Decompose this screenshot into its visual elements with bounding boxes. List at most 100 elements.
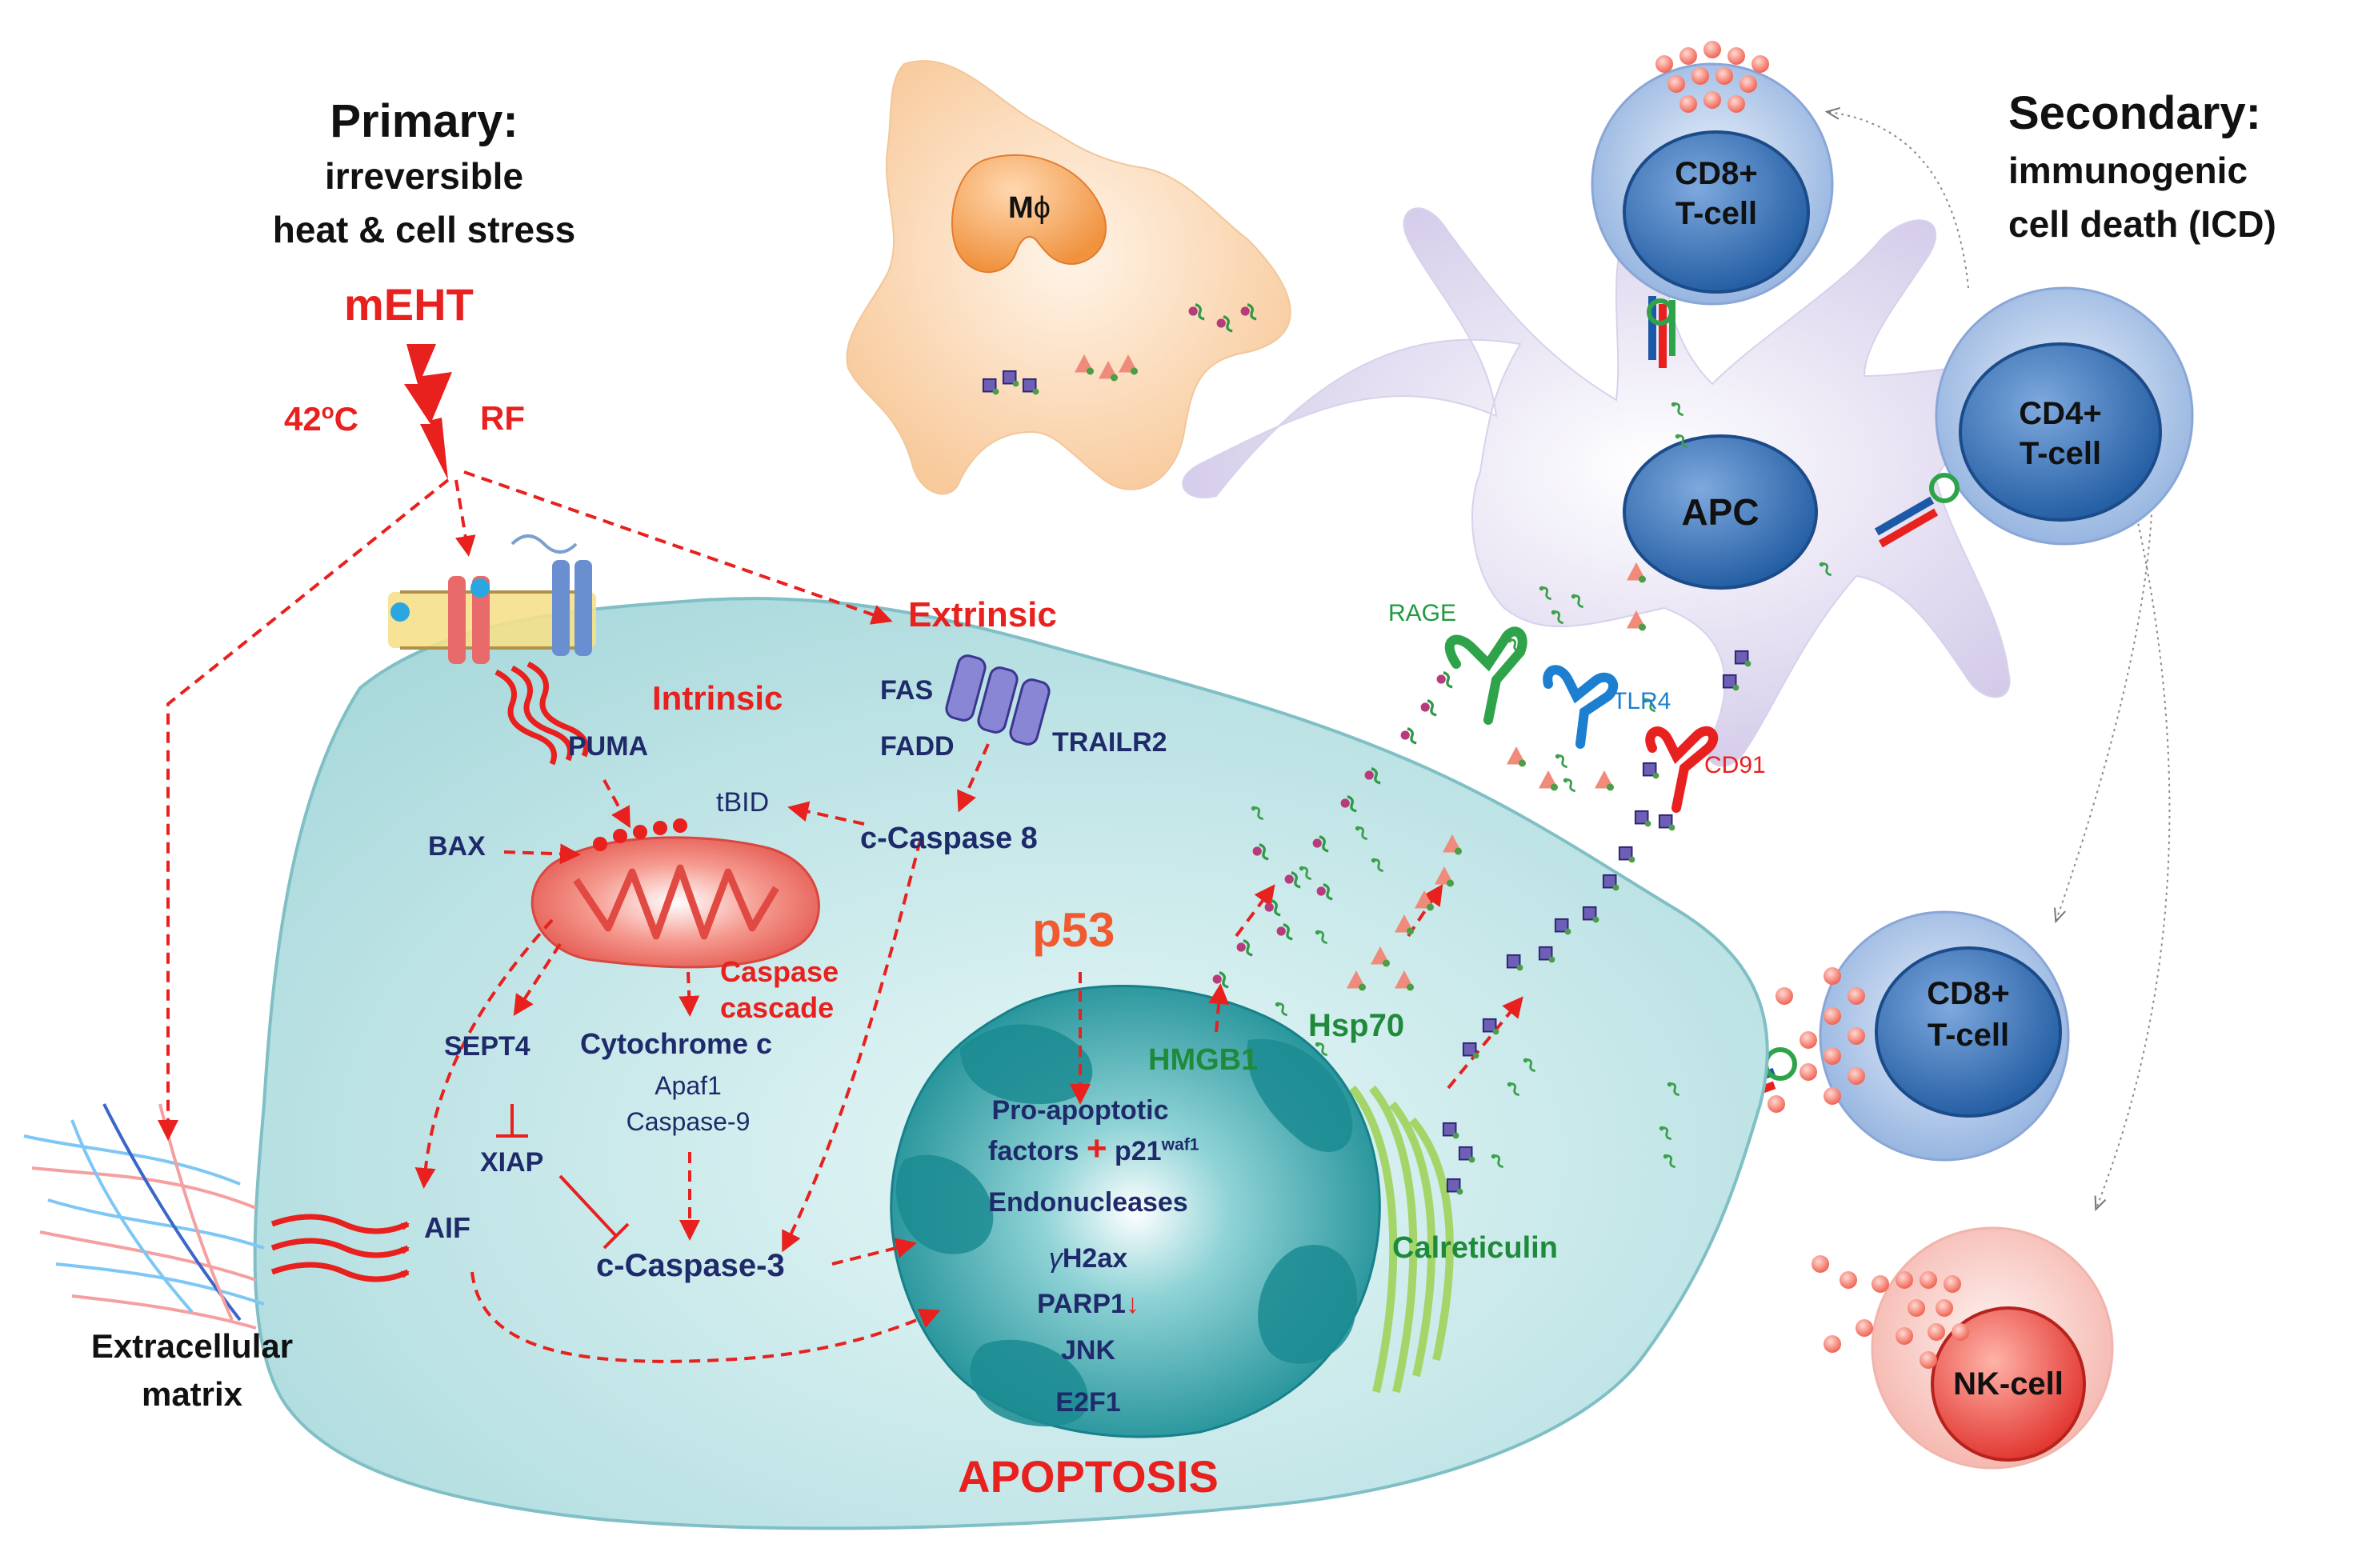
pro-apoptotic-label: Pro-apoptotic — [991, 1095, 1169, 1126]
macrophage-nucleus — [951, 154, 1107, 274]
mitochondrion — [530, 836, 820, 969]
temperature-degree: o — [321, 399, 334, 423]
h2ax-text: H2ax — [1062, 1243, 1128, 1274]
fadd-label: FADD — [880, 731, 955, 762]
temperature-value: 42 — [284, 400, 322, 438]
chromatin-4 — [1258, 1245, 1358, 1364]
gamma-symbol: γ — [1048, 1243, 1063, 1274]
inhibition-lines — [496, 1104, 630, 1250]
granules-cd8-top — [1655, 41, 1769, 113]
apoptosis-label: APOPTOSIS — [958, 1451, 1219, 1502]
arrow-mito-to-aif — [414, 918, 554, 1189]
h2ax-label: γH2ax — [1000, 1243, 1176, 1274]
meht-label: mEHT — [344, 279, 474, 330]
arrow-meht-to-extrinsic — [463, 470, 893, 625]
calreticulin-label: Calreticulin — [1392, 1231, 1558, 1265]
arrow-hmgb1-out — [1235, 884, 1275, 938]
factors-p21-line: factors + p21waf1 — [988, 1129, 1199, 1168]
cytochrome-c-label: Cytochrome c — [580, 1027, 773, 1060]
cd4-label-1: CD4+ — [2019, 396, 2102, 431]
caspase-9-label: Caspase-9 — [626, 1107, 751, 1136]
cd4-label-2: T-cell — [2019, 436, 2102, 471]
p21-superscript: waf1 — [1161, 1135, 1199, 1154]
temperature-unit: C — [334, 400, 358, 438]
tcr-mhc-cd4 — [1874, 473, 1960, 548]
apaf1-label: Apaf1 — [655, 1071, 722, 1100]
macrophage-shape — [846, 60, 1291, 495]
parp1-label: PARP1↓ — [1000, 1289, 1176, 1319]
arrow-fas-to-casp8 — [957, 743, 990, 813]
cd8-bottom-label-2: T-cell — [1927, 1018, 2010, 1053]
arrow-calreticulin-out — [1447, 996, 1523, 1090]
primary-title: Primary: — [330, 95, 518, 147]
rage-label: RAGE — [1388, 600, 1457, 626]
apc-label: APC — [1681, 491, 1759, 533]
chromatin-2 — [1247, 1038, 1353, 1152]
intrinsic-label: Intrinsic — [652, 679, 783, 717]
chromatin-3 — [896, 1154, 994, 1254]
cd8-bottom-inner — [1875, 946, 2062, 1118]
granules-nk — [1812, 1255, 1969, 1369]
bax-label: BAX — [428, 831, 486, 862]
c-caspase-3-label: c-Caspase-3 — [596, 1248, 785, 1283]
macrophage-label: Mϕ — [1008, 191, 1051, 226]
nk-cell-nucleus — [1931, 1306, 2086, 1462]
fas-label: FAS — [880, 675, 934, 706]
macrophage-phi: ϕ — [1033, 191, 1051, 225]
cd91-label: CD91 — [1704, 752, 1766, 778]
chromatin-5 — [970, 1339, 1088, 1427]
rage-receptor-icon — [1444, 626, 1527, 725]
apc-nucleus — [1623, 434, 1818, 590]
heat-waves-ecm — [270, 1214, 410, 1282]
primary-subtitle-1: irreversible — [324, 155, 524, 197]
arrow-hsp70-out — [1407, 884, 1443, 938]
tcr-mhc-cd8-top — [1647, 296, 1675, 368]
secondary-title: Secondary: — [2008, 87, 2261, 139]
caspase-cascade-label-1: Caspase — [720, 955, 839, 988]
calreticulin-er — [1349, 1085, 1454, 1394]
meht-lightning-icon — [404, 344, 452, 480]
arrow-mito-to-cytc — [679, 971, 700, 1017]
caspase-cascade-label-2: cascade — [720, 991, 835, 1024]
macrophage-letter: M — [1008, 191, 1034, 225]
rf-label: RF — [480, 399, 525, 437]
pathway-arrows — [158, 470, 1523, 1363]
xiap-label: XIAP — [480, 1147, 544, 1178]
secondary-subtitle-1: immunogenic — [2008, 150, 2248, 191]
p53-label: p53 — [1032, 903, 1115, 957]
fas-receptor — [945, 654, 1051, 746]
cd4-inner — [1959, 342, 2162, 522]
c-caspase-8-label: c-Caspase 8 — [860, 822, 1038, 855]
extracellular-matrix-fibers — [23, 1103, 265, 1330]
parp1-down-arrow: ↓ — [1125, 1289, 1139, 1319]
e2f1-label: E2F1 — [1055, 1387, 1121, 1418]
membrane-protein-cluster — [388, 534, 596, 664]
plus-sign: + — [1086, 1129, 1107, 1168]
factors-label: factors — [988, 1136, 1079, 1166]
mitochondrion-cristae — [573, 864, 779, 940]
cd8-top-label-2: T-cell — [1675, 196, 1758, 231]
arrow-meht-to-ecm — [158, 478, 450, 1141]
arrow-puma-to-mito — [603, 779, 631, 829]
arrow-hmgb1-release — [1208, 983, 1230, 1033]
sept4-label: SEPT4 — [444, 1031, 530, 1062]
trailr2-label: TRAILR2 — [1052, 727, 1167, 758]
arrow-casp3-to-nucleus — [831, 1238, 917, 1266]
arrow-casp8-to-tbid — [787, 801, 865, 826]
arrow-meht-to-membrane — [454, 479, 476, 557]
cd8-top-label-1: CD8+ — [1675, 156, 1758, 191]
ecm-label-2: matrix — [141, 1375, 243, 1413]
puma-label: PUMA — [568, 731, 649, 762]
tlr4-receptor-icon — [1543, 665, 1619, 749]
heat-waves-top — [494, 661, 589, 766]
arrow-bax-to-mito — [503, 843, 581, 865]
tbid-label: tBID — [716, 787, 770, 818]
arrow-aif-to-nucleus — [470, 1271, 941, 1363]
ecm-label-1: Extracellular — [90, 1327, 294, 1365]
endonucleases-label: Endonucleases — [988, 1187, 1188, 1218]
cd8-bottom-label-1: CD8+ — [1927, 976, 2010, 1011]
parp1-text: PARP1 — [1037, 1289, 1126, 1319]
tlr4-label: TLR4 — [1612, 688, 1671, 714]
arrow-casp8-to-casp3 — [782, 839, 922, 1253]
